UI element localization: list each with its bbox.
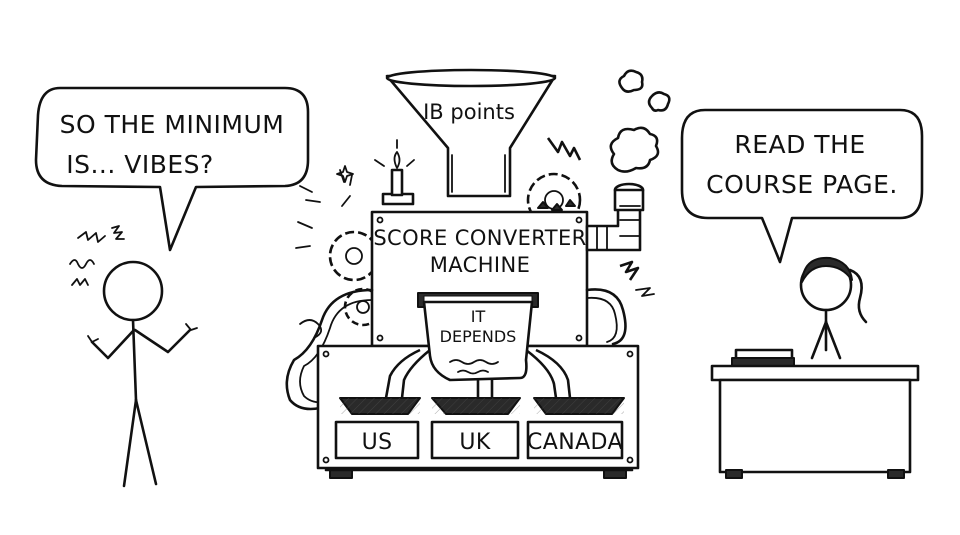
- book-icon: [731, 348, 795, 367]
- candle-icon: [374, 139, 415, 206]
- left-bubble-line2: IS... VIBES?: [66, 150, 214, 179]
- output-us-text: US: [362, 430, 393, 455]
- side-tubes: [285, 288, 627, 411]
- right-bubble-line2: COURSE PAGE.: [706, 170, 898, 199]
- left-speech-bubble: SO THE MINIMUM IS... VIBES?: [34, 86, 310, 252]
- output-label-us: US: [334, 420, 420, 460]
- machine-title-line2: MACHINE: [430, 253, 531, 277]
- confusion-squiggle-icon: [77, 231, 106, 243]
- machine-title-line1: SCORE CONVERTER: [373, 226, 586, 250]
- output-canada-text: CANADA: [527, 430, 623, 455]
- output-label-canada: CANADA: [526, 420, 624, 460]
- hopper-label: IB points: [423, 100, 515, 124]
- left-bubble-line1: SO THE MINIMUM: [60, 110, 285, 139]
- exhaust-pipe: [585, 182, 645, 252]
- lightning-icon: [546, 137, 655, 297]
- output-label-uk: UK: [430, 420, 520, 460]
- advisor-at-desk: [710, 256, 920, 479]
- steam-cloud-icon: [609, 69, 671, 173]
- right-bubble-line1: READ THE: [734, 130, 865, 159]
- score-converter-machine: IB points: [285, 68, 671, 479]
- paper-line2: DEPENDS: [440, 327, 517, 346]
- spark-lines: [295, 165, 354, 249]
- it-depends-paper: IT DEPENDS: [422, 300, 534, 382]
- output-trays: [339, 397, 625, 415]
- confused-stick-figure: [69, 225, 198, 488]
- hopper-funnel: IB points: [385, 68, 557, 198]
- paper-line1: IT: [471, 307, 486, 326]
- output-uk-text: UK: [459, 430, 491, 455]
- right-speech-bubble: READ THE COURSE PAGE.: [680, 108, 924, 264]
